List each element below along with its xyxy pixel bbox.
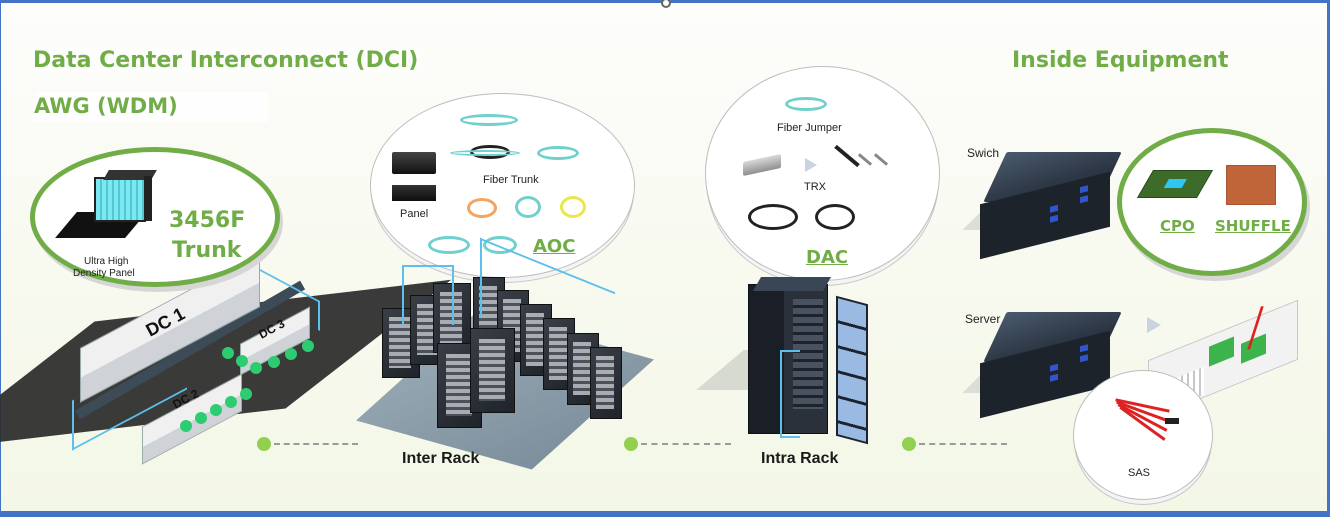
trx-label: TRX xyxy=(804,181,826,193)
title-inside-equipment: Inside Equipment xyxy=(1012,48,1229,73)
aoc-link[interactable]: AOC xyxy=(533,236,576,257)
intra-rack-label: Intra Rack xyxy=(761,450,839,467)
rack-glass-door xyxy=(836,295,868,445)
inter-rack-cable xyxy=(402,265,454,325)
aoc-cable-icon xyxy=(483,236,517,254)
tree-icon xyxy=(240,388,252,400)
rotate-handle-icon[interactable] xyxy=(661,0,671,8)
timeline-dash xyxy=(641,443,731,445)
tree-icon xyxy=(222,347,234,359)
trunk-count-label: 3456F xyxy=(169,208,246,233)
aoc-cable-icon xyxy=(428,236,470,254)
ultra-high-panel-label-1: Ultra High xyxy=(84,256,129,267)
tree-icon xyxy=(210,404,222,416)
sas-bubble xyxy=(1073,370,1213,500)
timeline-dot xyxy=(257,437,271,451)
title-dci: Data Center Interconnect (DCI) xyxy=(33,48,423,73)
server-rack-icon xyxy=(470,328,515,413)
sas-cable-icon xyxy=(1115,398,1179,445)
fiber-trunk-icon xyxy=(450,150,520,156)
tree-icon xyxy=(268,356,280,368)
dac-link[interactable]: DAC xyxy=(806,247,849,268)
aoc-cable-icon xyxy=(560,196,586,218)
inter-rack-label: Inter Rack xyxy=(402,450,480,467)
dac-cable-icon xyxy=(748,204,798,230)
tree-icon xyxy=(302,340,314,352)
timeline-dash xyxy=(919,443,1007,445)
panel-icon xyxy=(392,185,436,201)
tree-icon xyxy=(285,348,297,360)
ultra-high-density-panel-icon xyxy=(55,170,157,247)
cpo-shuffle-bubble xyxy=(1117,128,1307,276)
trunk-label: Trunk xyxy=(172,238,242,263)
fiber-jumper-label: Fiber Jumper xyxy=(777,122,842,134)
panel-icon xyxy=(392,152,436,174)
tree-icon xyxy=(180,420,192,432)
ultra-high-panel-label-2: Density Panel xyxy=(73,268,135,279)
title-awg: AWG (WDM) xyxy=(34,92,268,122)
tree-icon xyxy=(225,396,237,408)
tree-icon xyxy=(236,355,248,367)
panel-label: Panel xyxy=(400,208,429,220)
rack-cabinet-icon xyxy=(748,277,832,434)
timeline-dot xyxy=(624,437,638,451)
fiber-trunk-icon xyxy=(460,114,518,126)
dac-cable-icon xyxy=(815,204,855,230)
arrow-right-icon xyxy=(1147,317,1161,333)
tree-icon xyxy=(195,412,207,424)
aoc-cable-icon xyxy=(515,196,541,218)
timeline-dot xyxy=(902,437,916,451)
switch-label: Swich xyxy=(967,146,1000,160)
cpo-link[interactable]: CPO xyxy=(1160,217,1195,235)
tree-icon xyxy=(250,362,262,374)
aoc-cable-icon xyxy=(467,198,497,218)
fiber-jumper-icon xyxy=(785,97,827,111)
server-rack-icon xyxy=(590,347,622,419)
shuffle-link[interactable]: SHUFFLE xyxy=(1215,217,1291,235)
shuffle-module-icon xyxy=(1226,165,1276,205)
fiber-trunk-icon xyxy=(537,146,579,160)
sas-label: SAS xyxy=(1128,467,1151,479)
arrow-right-icon xyxy=(805,158,817,172)
server-label: Server xyxy=(965,312,1001,326)
timeline-dash xyxy=(274,443,358,445)
intra-rack-cable xyxy=(780,350,800,438)
fiber-trunk-label: Fiber Trunk xyxy=(483,174,539,186)
